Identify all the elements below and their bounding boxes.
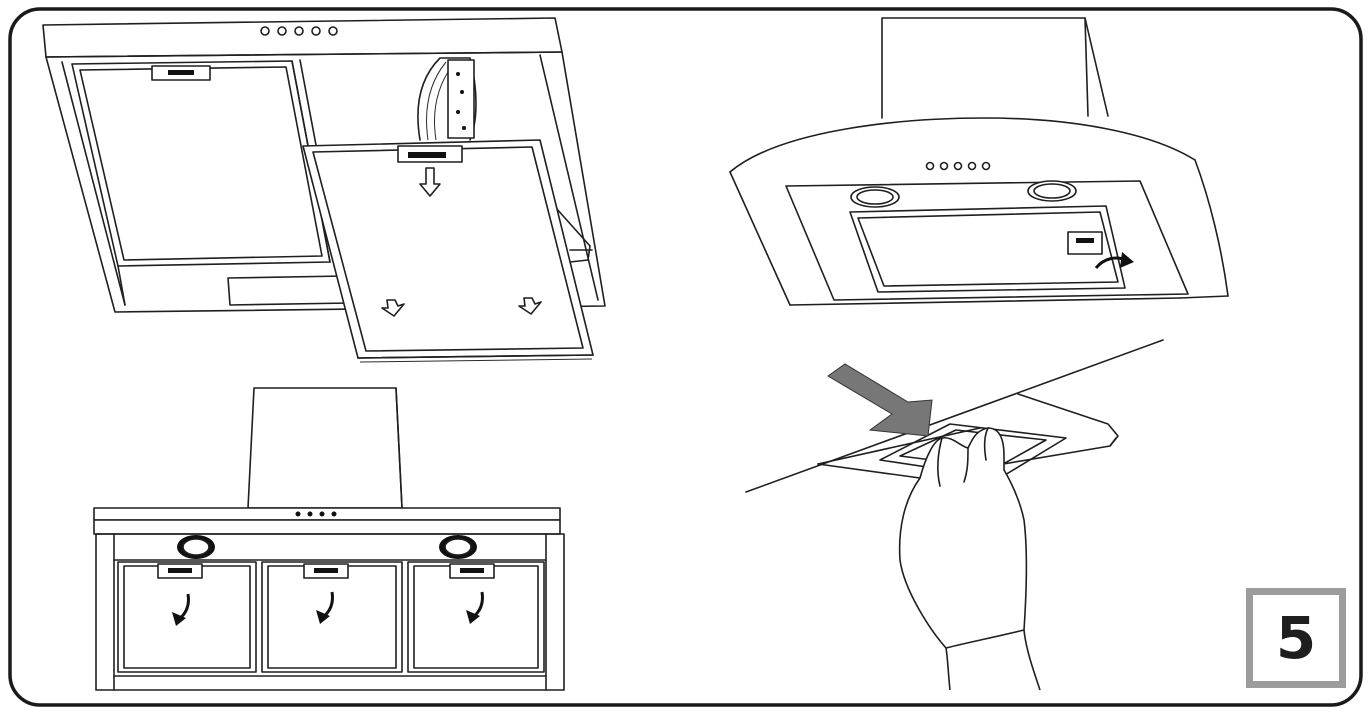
- hand-icon: [898, 427, 1041, 691]
- control-buttons: [260, 26, 338, 36]
- panel-three-filter-hood: [93, 387, 565, 691]
- step-number: 5: [1275, 604, 1317, 672]
- curved-arrow-icon: [172, 593, 190, 626]
- large-diagonal-arrow-icon: [827, 363, 933, 437]
- outer-frame: [8, 7, 1363, 707]
- step-number-box: 5: [1246, 588, 1346, 688]
- panel-curved-hood: [729, 17, 1229, 306]
- panel-hand-push-latch: [745, 339, 1164, 691]
- arrow-down-icon: [381, 299, 405, 317]
- arrow-down-icon: [419, 167, 441, 197]
- panel-remove-filter: [42, 17, 606, 363]
- curved-arrow-icon: [316, 591, 334, 624]
- curved-arrow-icon: [1094, 252, 1134, 269]
- arrow-down-icon: [518, 297, 542, 315]
- curved-arrow-icon: [466, 591, 484, 624]
